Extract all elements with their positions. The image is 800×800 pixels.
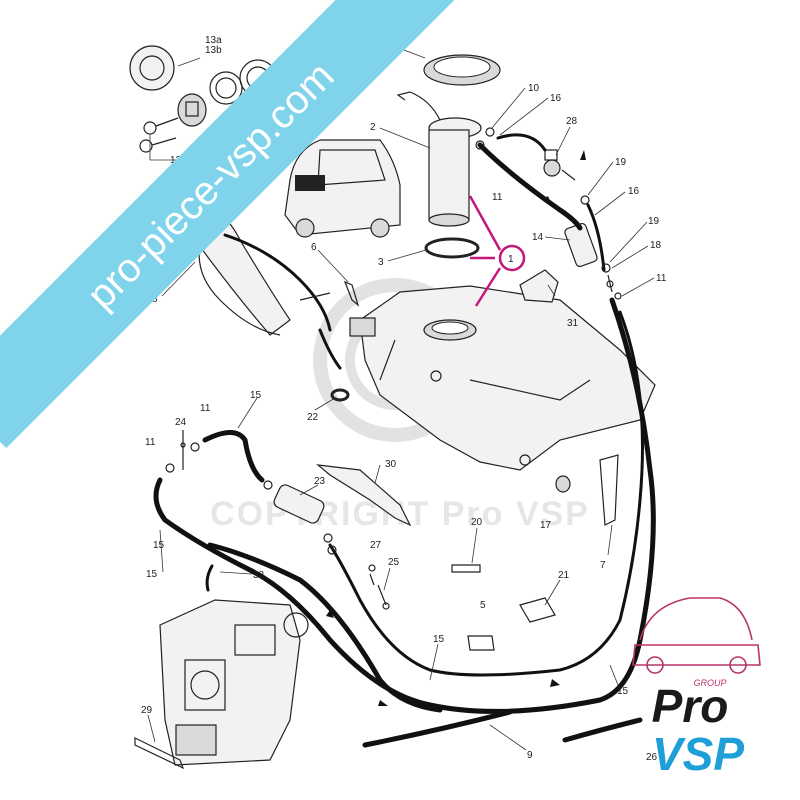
label-15-right: 15 xyxy=(617,686,629,697)
label-32: 32 xyxy=(253,570,265,581)
fuel-tank xyxy=(349,285,656,471)
pump-seal xyxy=(424,237,480,259)
hose-fuel-line-upper xyxy=(477,142,583,231)
hose-16-lower xyxy=(586,203,606,272)
logo-pro-text: Pro xyxy=(652,680,729,732)
label-11-right: 11 xyxy=(656,273,667,284)
vehicle-sketch xyxy=(284,139,401,238)
fuel-line-long-outer xyxy=(153,297,656,714)
heat-shield-31 xyxy=(519,269,559,303)
label-15-center: 15 xyxy=(433,634,445,645)
hose-9 xyxy=(362,709,513,748)
clip-5 xyxy=(467,635,495,651)
label-2: 2 xyxy=(370,122,376,133)
return-line xyxy=(207,542,443,713)
hose-26 xyxy=(562,717,643,743)
label-15-top: 15 xyxy=(250,390,262,401)
label-21: 21 xyxy=(558,570,570,581)
label-15-left-low: 15 xyxy=(146,569,158,580)
label-6: 6 xyxy=(311,242,317,253)
clip-21 xyxy=(519,597,556,623)
label-13b: 13b xyxy=(205,45,222,56)
label-11-left: 11 xyxy=(145,437,156,448)
key-icon xyxy=(139,117,179,153)
label-8: 8 xyxy=(152,294,158,305)
locking-ring xyxy=(423,54,501,86)
label-3: 3 xyxy=(378,257,384,268)
label-25: 25 xyxy=(388,557,400,568)
label-27: 27 xyxy=(370,540,382,551)
label-30: 30 xyxy=(385,459,397,470)
label-11-top: 11 xyxy=(492,192,503,203)
engine-block xyxy=(159,599,309,766)
label-9: 9 xyxy=(527,750,533,761)
fuel-pump-module xyxy=(396,91,482,227)
label-28: 28 xyxy=(566,116,578,127)
label-20: 20 xyxy=(471,517,483,528)
bracket-20 xyxy=(451,564,481,573)
clamp-22 xyxy=(330,388,350,402)
bracket-7 xyxy=(599,454,619,526)
label-13a: 13a xyxy=(205,35,222,46)
connector-27 xyxy=(368,564,376,586)
label-10: 10 xyxy=(528,83,540,94)
hose-15-top xyxy=(202,430,265,483)
label-15-left: 15 xyxy=(153,540,165,551)
car-outline-icon xyxy=(632,597,761,674)
label-5: 5 xyxy=(480,600,486,611)
label-19-top: 19 xyxy=(615,157,627,168)
label-16-top: 16 xyxy=(550,93,562,104)
label-29: 29 xyxy=(141,705,153,716)
label-17: 17 xyxy=(540,520,552,531)
flow-arrows xyxy=(326,150,586,706)
grommet-17 xyxy=(555,475,571,493)
label-14: 14 xyxy=(532,232,544,243)
label-19-right: 19 xyxy=(648,216,660,227)
label-11-mid: 11 xyxy=(200,403,211,414)
label-18: 18 xyxy=(650,240,662,251)
fuel-filter-14 xyxy=(564,222,598,268)
label-26: 26 xyxy=(646,752,658,763)
label-23: 23 xyxy=(314,476,326,487)
connector-25 xyxy=(377,584,390,610)
label-24: 24 xyxy=(175,417,187,428)
vent-valve-28 xyxy=(543,149,576,181)
bracket-29 xyxy=(134,737,185,770)
hose-32 xyxy=(205,564,214,592)
label-1: 1 xyxy=(508,254,514,265)
logo-vsp-text: VSP xyxy=(652,728,744,780)
hose-16-upper xyxy=(496,133,547,152)
logo-group-text: GROUP xyxy=(693,678,726,688)
bracket-30 xyxy=(316,464,412,527)
bracket-6 xyxy=(343,280,360,307)
highlight-arrows xyxy=(468,195,526,307)
label-22: 22 xyxy=(307,412,319,423)
brand-logo: GROUP Pro VSP xyxy=(632,597,761,780)
label-16-right: 16 xyxy=(628,186,640,197)
label-31: 31 xyxy=(567,318,579,329)
label-7: 7 xyxy=(600,560,606,571)
fuel-line-long-inner xyxy=(328,310,644,677)
